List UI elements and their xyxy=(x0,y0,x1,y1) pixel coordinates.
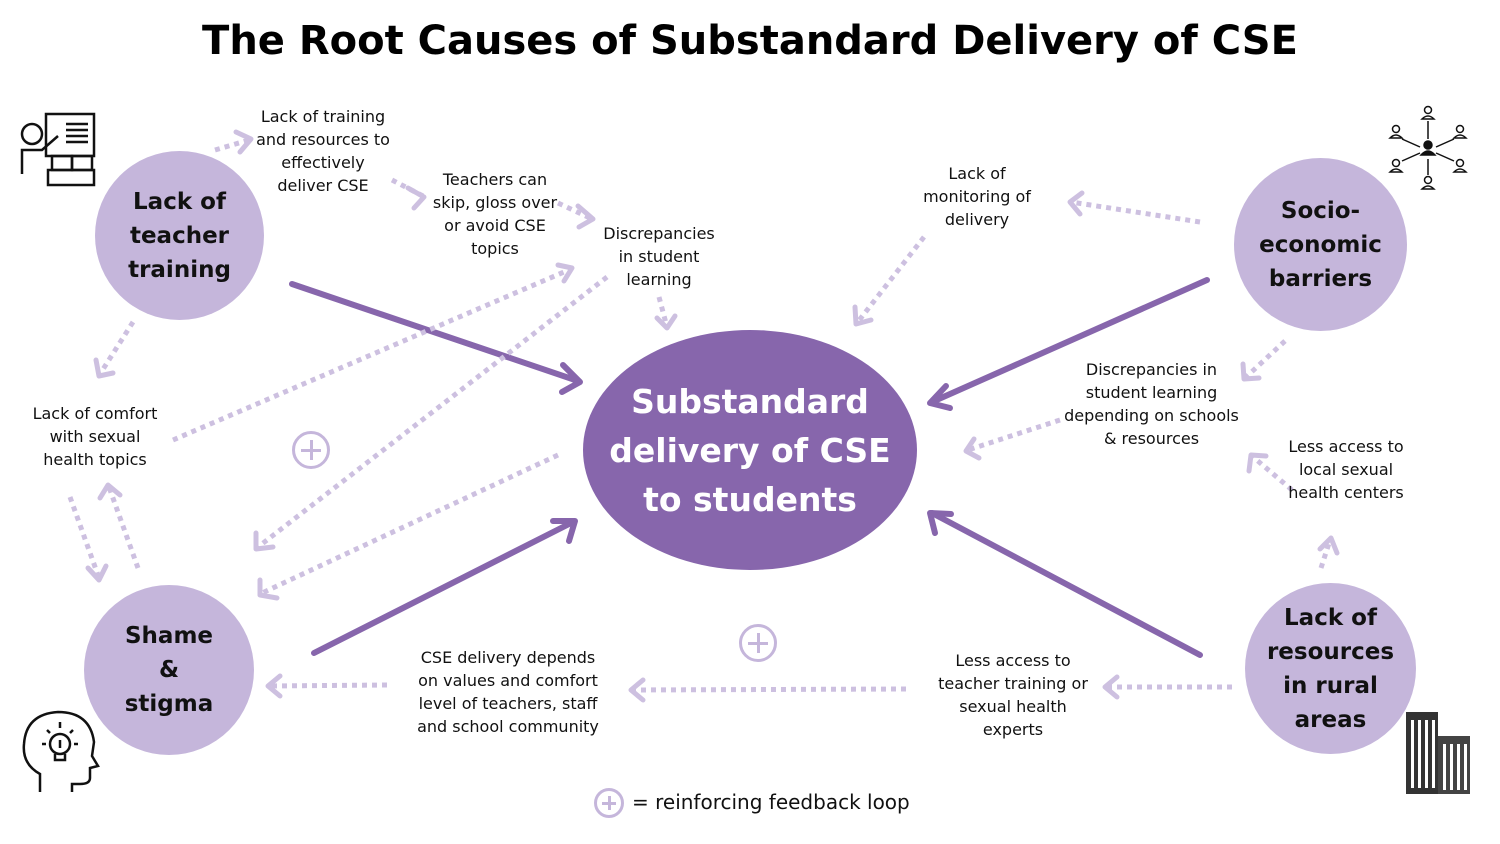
center-node: Substandard delivery of CSE to students xyxy=(583,330,917,570)
label-less-access-local: Less access to local sexual health cente… xyxy=(1288,437,1404,502)
label-cse-depends: CSE delivery depends on values and comfo… xyxy=(417,648,599,736)
label-less-access-teacher: Less access to teacher training or sexua… xyxy=(938,651,1088,739)
reinforcing-loop-icon xyxy=(739,624,777,662)
arrow-rural-to-center xyxy=(929,510,1203,658)
reinforcing-loop-icon xyxy=(292,431,330,469)
arrow-shame-to-center xyxy=(311,519,576,656)
node-shame-stigma-label: Shame & stigma xyxy=(124,623,214,717)
label-lack-monitoring: Lack of monitoring of delivery xyxy=(923,164,1031,229)
dashed-arrowheads xyxy=(85,129,1340,703)
buildings-icon xyxy=(1406,712,1470,794)
network-people-icon xyxy=(1388,105,1468,190)
label-lack-comfort: Lack of comfort with sexual health topic… xyxy=(32,404,158,469)
arrow-socio-to-center xyxy=(929,277,1210,405)
label-discrepancies-schools: Discrepancies in student learning depend… xyxy=(1064,360,1239,448)
teacher-presentation-icon xyxy=(20,112,96,187)
label-teachers-skip: Teachers can skip, gloss over or avoid C… xyxy=(432,170,558,258)
legend-text: = reinforcing feedback loop xyxy=(632,790,910,814)
node-socio-economic: Socio-economic barriers xyxy=(1234,158,1407,331)
label-lack-training-resources: Lack of training and resources to effect… xyxy=(256,107,390,195)
solid-arrows xyxy=(289,277,1210,658)
head-lightbulb-icon xyxy=(22,710,100,792)
label-discrepancies-student: Discrepancies in student learning xyxy=(603,224,715,289)
node-socio-economic-label: Socio-economic barriers xyxy=(1259,197,1382,292)
node-shame-stigma: Shame & stigma xyxy=(84,585,254,755)
center-node-label: Substandard delivery of CSE to students xyxy=(609,381,891,519)
arrow-training-to-center xyxy=(289,281,581,384)
node-teacher-training-label: Lack of teacher training xyxy=(128,188,231,283)
page-title: The Root Causes of Substandard Delivery … xyxy=(202,18,1298,64)
node-rural-resources: Lack of resources in rural areas xyxy=(1245,583,1416,754)
node-teacher-training: Lack of teacher training xyxy=(95,151,264,320)
legend-loop-icon xyxy=(594,788,624,818)
node-rural-resources-label: Lack of resources in rural areas xyxy=(1266,604,1395,733)
